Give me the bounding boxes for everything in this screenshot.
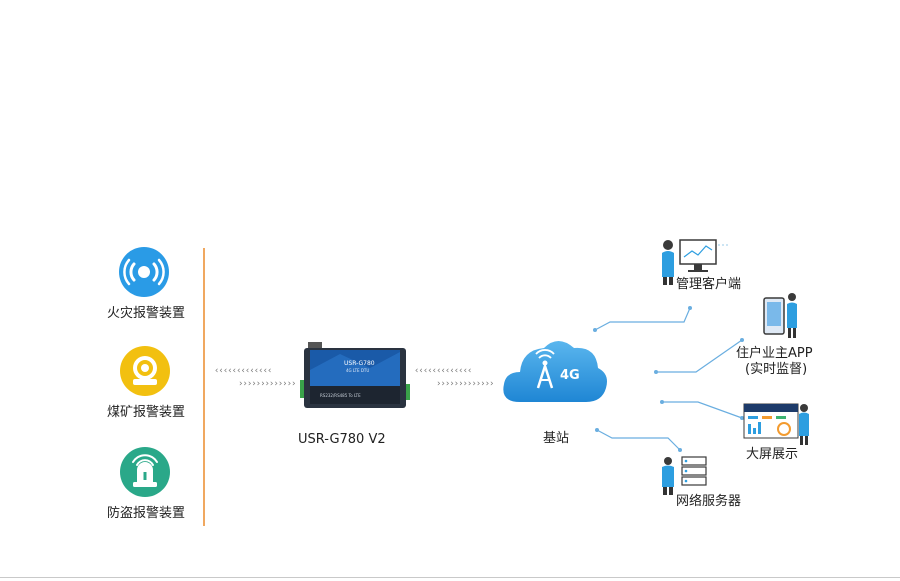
arrow-left-chevrons: ‹‹‹‹‹‹‹‹‹‹‹‹‹ [214, 366, 272, 376]
endpoint-big-screen [742, 402, 812, 450]
endpoint-management-client [660, 237, 730, 289]
arrow-right-chevrons-2: ››››››››››››› [436, 379, 494, 389]
gateway-front-text: RS232/RS485 To LTE [320, 393, 361, 398]
cloud-4g: 4G [500, 330, 610, 414]
gateway-label: USR-G780 V2 [298, 432, 386, 447]
cloud-label: 基站 [543, 431, 570, 446]
arrow-left-chevrons-2: ‹‹‹‹‹‹‹‹‹‹‹‹‹ [414, 366, 472, 376]
endpoint-owner-app [754, 292, 804, 346]
cloud-icon [503, 341, 607, 402]
endpoint-network-server-label: 网络服务器 [676, 494, 742, 509]
arrow-right-chevrons: ››››››››››››› [238, 379, 296, 389]
anti-theft-alarm-icon [120, 447, 170, 497]
endpoint-big-screen-label: 大屏展示 [746, 447, 799, 462]
person-phone-icon [763, 293, 797, 338]
person-dashboard-icon [743, 403, 809, 445]
anti-theft-alarm-label: 防盗报警装置 [106, 506, 185, 521]
person-monitor-icon [662, 239, 728, 285]
endpoint-owner-app-label: 住户业主APP [736, 346, 813, 361]
mine-alarm-item [119, 345, 171, 401]
cloud-badge: 4G [560, 368, 580, 383]
section-divider [203, 248, 205, 526]
endpoint-management-client-label: 管理客户端 [676, 277, 742, 292]
fire-alarm-icon [119, 247, 169, 297]
gateway-image-icon [300, 342, 410, 408]
endpoint-owner-app-sublabel: (实时监督) [745, 362, 808, 377]
gateway-screen-sub: 4G LTE DTU [346, 368, 370, 373]
mine-alarm-label: 煤矿报警装置 [106, 405, 185, 420]
fire-alarm-label: 火灾报警装置 [106, 306, 185, 321]
anti-theft-alarm-item [119, 446, 171, 502]
endpoint-network-server [660, 455, 710, 499]
bottom-rule [0, 577, 900, 578]
mine-alarm-icon [120, 346, 170, 396]
gateway-device: USR-G780 4G LTE DTU RS232/RS485 To LTE [300, 340, 410, 416]
gateway-screen-title: USR-G780 [344, 360, 375, 367]
person-server-icon [662, 456, 707, 495]
fire-alarm-item [118, 246, 170, 302]
